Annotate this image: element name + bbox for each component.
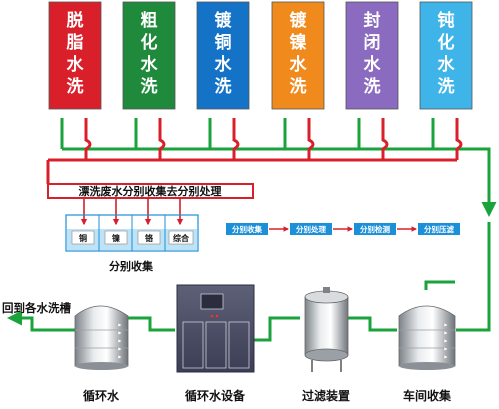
rinse-tank-label: 钝化水洗 — [438, 10, 456, 97]
process-step-box — [226, 223, 268, 235]
rinse-tank-body — [48, 1, 102, 110]
process-step-label: 分别处理 — [296, 224, 326, 234]
circulation-tank-label: 循环水 — [83, 388, 120, 403]
bins-caption: 分别收集 — [109, 259, 154, 273]
bin-feed-lines — [80, 198, 184, 226]
waste-note: 漂洗废水分别收集去分别处理 — [47, 183, 254, 199]
green-supply-pipes — [6, 118, 497, 342]
rinse-tank-body — [271, 1, 325, 110]
process-step-box — [418, 223, 460, 235]
rinse-tank: 镀铜水洗 — [196, 1, 250, 110]
rinse-tank-label: 粗化水洗 — [141, 10, 159, 97]
rinse-tank: 镀镍水洗 — [271, 1, 325, 110]
process-step-box — [290, 223, 332, 235]
workshop-tank — [398, 305, 456, 370]
process-step-label: 分别收集 — [232, 224, 262, 234]
rinse-tank: 钝化水洗 — [419, 1, 473, 110]
filter-unit — [304, 287, 349, 372]
rinse-tank-label: 封闭水洗 — [364, 10, 382, 97]
rinse-tanks: 脱脂水洗 粗化水洗 镀铜水洗 镀镍水洗 封闭水洗 钝化水洗 — [48, 1, 473, 110]
rinse-tank-label: 镀镍水洗 — [290, 10, 308, 97]
circulation-equipment-label: 循环水设备 — [185, 388, 246, 403]
bin-label: 铜 — [79, 233, 87, 243]
bin-label: 综合 — [173, 233, 190, 243]
rinse-tank: 粗化水洗 — [122, 1, 176, 110]
rinse-tank-body — [122, 1, 176, 110]
bin-label: 镍 — [112, 233, 120, 243]
rinse-tank-body — [196, 1, 250, 110]
bin-label: 铬 — [145, 233, 154, 243]
rinse-tank: 封闭水洗 — [345, 1, 399, 110]
rinse-tank-label: 脱脂水洗 — [67, 10, 85, 97]
process-step-label: 分别压滤 — [424, 224, 454, 234]
process-chain: 分别收集 分别处理 分别检测 分别压滤 — [226, 223, 460, 235]
rinse-tank-label: 镀铜水洗 — [215, 10, 233, 97]
waste-note-text: 漂洗废水分别收集去分别处理 — [79, 184, 222, 198]
filter-unit-label: 过滤装置 — [302, 388, 350, 403]
return-label: 回到各水洗槽 — [2, 301, 71, 315]
collection-bins: 铜 镍 铬 综合 分别收集 — [65, 214, 199, 273]
rinse-tank: 脱脂水洗 — [48, 1, 102, 110]
rinse-tank-body — [419, 1, 473, 110]
red-waste-pipes — [46, 118, 463, 184]
circulation-equipment — [176, 284, 255, 373]
process-step-box — [354, 223, 396, 235]
process-step-label: 分别检测 — [360, 224, 390, 234]
rinse-tank-body — [345, 1, 399, 110]
workshop-tank-label: 车间收集 — [403, 388, 452, 403]
circulation-tank — [74, 305, 129, 370]
